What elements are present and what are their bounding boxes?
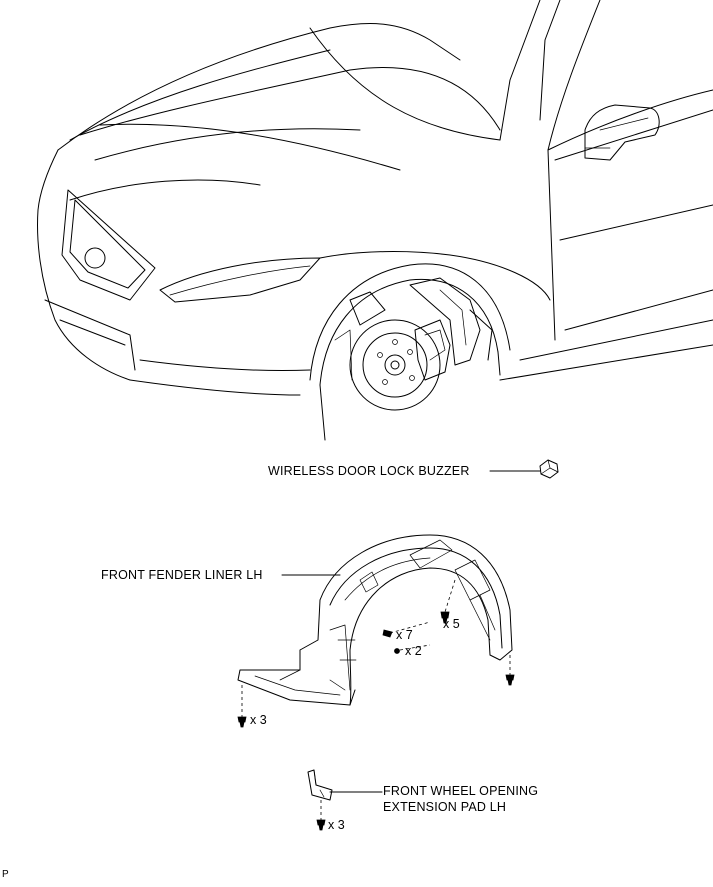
clip-icon [382, 629, 393, 638]
extension-pad-label-line2: EXTENSION PAD LH [383, 800, 507, 814]
front-fender-liner-part [237, 534, 515, 728]
extension-pad-label-line1: FRONT WHEEL OPENING [383, 784, 539, 798]
clip-icon [237, 716, 247, 728]
screw-icon [394, 648, 400, 654]
quantity-liner-center-a: x 7 [396, 628, 413, 642]
quantity-pad-bottom: x 3 [328, 818, 345, 832]
front-fender-liner-label: FRONT FENDER LINER LH [101, 568, 263, 582]
quantity-liner-lower-left: x 3 [250, 713, 267, 727]
front-wheel-opening-extension-pad-part [307, 769, 383, 831]
clip-icon [316, 819, 326, 831]
clip-icon [505, 674, 515, 686]
clip-icon [440, 611, 450, 624]
quantity-liner-center-b: x 2 [405, 644, 422, 658]
wireless-door-lock-buzzer-label: WIRELESS DOOR LOCK BUZZER [268, 464, 470, 478]
corner-mark: P [2, 869, 9, 880]
wireless-door-lock-buzzer-part [489, 459, 559, 479]
quantity-liner-upper-right: x 5 [443, 617, 460, 631]
car-illustration [37, 0, 713, 441]
